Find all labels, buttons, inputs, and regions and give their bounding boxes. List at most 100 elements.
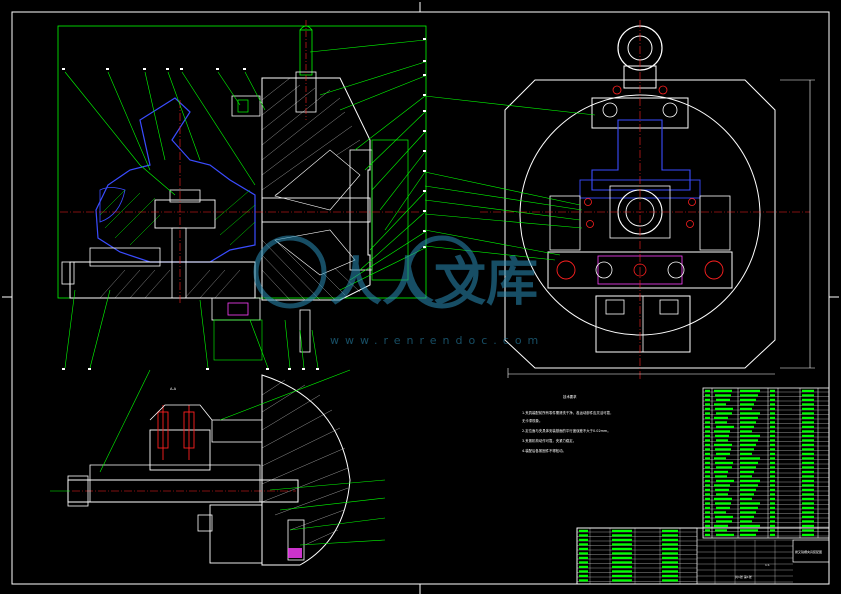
table-cell-glyph [770,416,775,419]
table-cell-glyph [612,547,632,550]
table-cell-glyph [802,479,814,482]
table-cell-glyph [740,479,760,482]
table-cell-glyph [770,389,775,392]
table-cell-glyph [770,403,775,406]
table-cell-glyph [802,457,814,460]
table-cell-glyph [770,511,775,514]
table-cell-glyph [740,529,758,532]
table-cell-glyph [579,570,588,573]
table-cell-glyph [770,443,775,446]
table-cell-glyph [705,430,710,433]
table-cell-glyph [770,434,775,437]
table-cell-glyph [612,556,632,559]
table-cell-glyph [740,488,756,491]
table-cell-glyph [770,520,775,523]
table-cell-glyph [740,389,760,392]
table-cell-glyph [705,488,710,491]
section-view: A-A [50,369,386,566]
table-cell-glyph [705,506,710,509]
table-cell-glyph [802,488,814,491]
table-cell-glyph [705,497,710,500]
table-cell-glyph [662,556,678,559]
table-cell-glyph [715,421,727,424]
table-cell-glyph [770,439,775,442]
table-cell-glyph [770,497,775,500]
technical-notes: 技术要求 1.夹具装配前所有零件需清洗干净，各运动部件应灵活可靠， 无卡滞现象。… [522,394,613,453]
table-cell-glyph [705,443,710,446]
table-cell-glyph [662,579,678,582]
table-cell-glyph [802,484,814,487]
table-cell-glyph [662,565,678,568]
table-cell-glyph [715,407,733,410]
table-cell-glyph [612,570,632,573]
table-cell-glyph [705,520,710,523]
table-cell-glyph [705,434,710,437]
table-cell-glyph [802,443,814,446]
table-cell-glyph [705,398,710,401]
table-cell-glyph [716,439,728,442]
table-cell-glyph [579,565,588,568]
main-view [57,20,427,370]
table-cell-glyph [705,457,710,460]
table-cell-glyph [740,416,758,419]
note-line-1: 1.夹具装配前所有零件需清洗干净，各运动部件应灵活可靠， [522,410,613,415]
table-cell-glyph [740,448,754,451]
table-cell-glyph [740,502,760,505]
table-cell-glyph [662,538,678,541]
table-cell-glyph [802,403,814,406]
table-cell-glyph [705,412,710,415]
table-cell-glyph [770,461,775,464]
table-cell-glyph [579,556,588,559]
table-cell-glyph [770,533,775,536]
table-cell-glyph [705,493,710,496]
table-cell-glyph [740,497,752,500]
table-cell-glyph [770,457,775,460]
table-cell-glyph [740,461,758,464]
table-cell-glyph [705,403,710,406]
table-cell-glyph [770,484,775,487]
table-cell-glyph [662,570,678,573]
watermark: 人人文库 www.renrendoc.com [253,235,538,347]
table-cell-glyph [715,448,731,451]
table-cell-glyph [740,421,756,424]
table-cell-glyph [770,430,775,433]
table-cell-glyph [802,448,814,451]
table-cell-glyph [802,394,814,397]
table-cell-glyph [716,479,734,482]
table-cell-glyph [662,529,678,532]
table-cell-glyph [715,529,727,532]
table-cell-glyph [705,421,710,424]
leaders-bottom [64,289,319,369]
table-cell-glyph [705,529,710,532]
title-block-name: 拨叉铣槽夹具装配图 [795,549,822,554]
title-block-sheet: 共1张 第1张 [735,574,752,579]
table-cell-glyph [705,466,710,469]
fixture-body [261,77,371,301]
table-cell-glyph [740,475,752,478]
table-cell-glyph [740,443,756,446]
table-cell-glyph [740,470,754,473]
table-cell-glyph [705,448,710,451]
table-cell-glyph [612,538,632,541]
table-cell-glyph [579,561,588,564]
table-cell-glyph [715,434,729,437]
table-cell-glyph [740,412,760,415]
table-cell-glyph [802,398,814,401]
table-cell-glyph [705,511,710,514]
table-cell-glyph [579,538,588,541]
table-cell-glyph [770,407,775,410]
table-cell-glyph [802,529,814,532]
table-cell-glyph [715,394,731,397]
note-line-4: 3.夹紧机构动作可靠，夹紧力稳定。 [522,438,576,443]
table-cell-glyph [662,534,678,537]
table-cell-glyph [740,434,760,437]
table-cell-glyph [579,552,588,555]
table-cell-glyph [579,574,588,577]
table-cell-glyph [705,479,710,482]
table-cell-glyph [716,412,732,415]
locating-pin [171,227,187,299]
table-cell-glyph [662,547,678,550]
table-cell-glyph [740,515,754,518]
table-cell-glyph [612,534,632,537]
